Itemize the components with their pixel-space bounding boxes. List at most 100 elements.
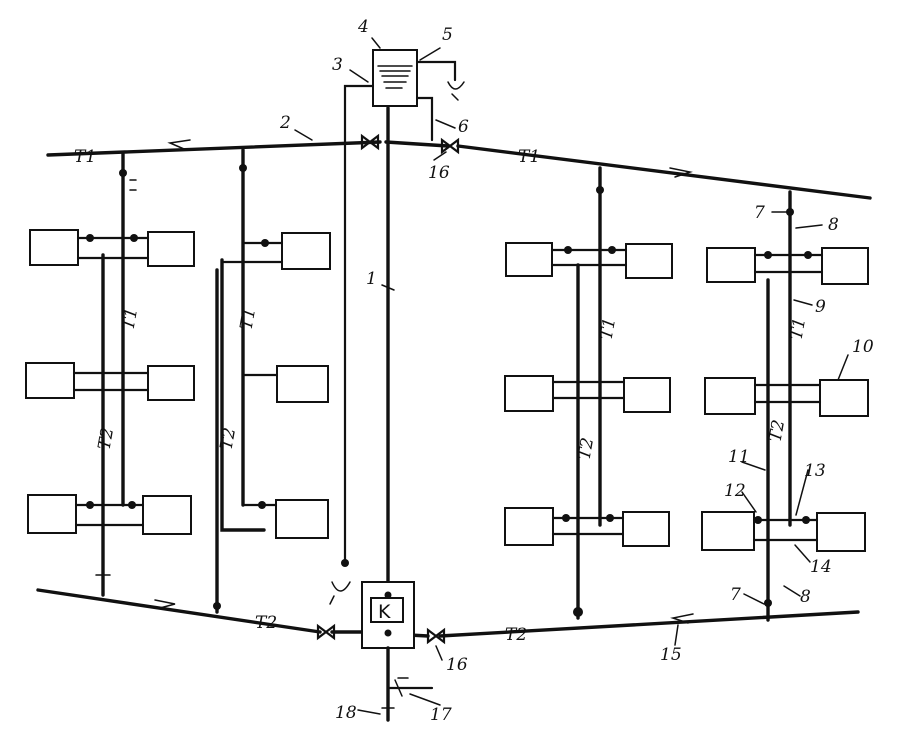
callout-17: 17 xyxy=(430,705,452,725)
boiler-return-node xyxy=(384,629,392,637)
riser-node xyxy=(596,186,604,194)
valve-supply-right xyxy=(440,137,460,155)
callout-3: 3 xyxy=(332,55,343,75)
radiator xyxy=(504,507,554,546)
radiator-valve xyxy=(128,501,136,509)
makeup-valve xyxy=(394,677,409,697)
radiator-valve xyxy=(86,501,94,509)
flow-arrow-supply-right xyxy=(669,167,693,178)
radiator xyxy=(25,362,75,399)
radiator xyxy=(27,494,77,534)
label-t2-riser1: T2 xyxy=(95,426,119,451)
callout-8-top: 8 xyxy=(828,215,839,235)
return-node xyxy=(764,599,772,607)
flow-arrow-return-left xyxy=(154,599,176,609)
label-t1-left: T1 xyxy=(74,147,96,167)
radiator-valve xyxy=(608,246,616,254)
callout-1: 1 xyxy=(366,269,377,289)
label-t1-right: T1 xyxy=(518,147,540,167)
riser-valve xyxy=(129,179,137,191)
flow-arrow-return-right xyxy=(670,613,694,624)
label-t2-left-main: T2 xyxy=(255,613,277,633)
radiator-valve xyxy=(764,251,772,259)
callout-14: 14 xyxy=(810,557,832,577)
return-node xyxy=(573,607,583,617)
radiator-connections xyxy=(220,241,284,507)
callout-16-top: 16 xyxy=(428,163,450,183)
callout-13: 13 xyxy=(804,461,826,481)
callout-5: 5 xyxy=(442,25,453,45)
radiator-valve xyxy=(86,234,94,242)
callout-15: 15 xyxy=(660,645,682,665)
radiator xyxy=(142,495,192,535)
callout-4: 4 xyxy=(357,17,369,37)
callout-2: 2 xyxy=(279,113,291,133)
radiator-valve xyxy=(130,234,138,242)
label-t2-riser2: T2 xyxy=(217,426,241,451)
label-t1-riser1: T1 xyxy=(119,306,143,331)
radiator xyxy=(706,247,756,283)
radiator xyxy=(147,365,195,401)
radiator-connections xyxy=(72,236,150,527)
overflow-pipe xyxy=(343,84,375,567)
supply-main-pipe xyxy=(46,140,872,200)
signal-pipe xyxy=(415,60,457,82)
callout-6: 6 xyxy=(458,117,469,137)
callout-11: 11 xyxy=(728,447,750,467)
radiator xyxy=(622,511,670,547)
drain-funnel xyxy=(329,581,351,605)
radiator-valve xyxy=(562,514,570,522)
label-t2-right-main: T2 xyxy=(505,625,527,645)
radiator xyxy=(704,377,756,415)
radiator xyxy=(816,512,866,552)
tank-water-level xyxy=(377,65,413,89)
radiator-valve xyxy=(754,516,762,524)
label-t2-riser4: T2 xyxy=(766,418,790,443)
callout-7-top: 7 xyxy=(754,203,765,223)
callout-16-bottom: 16 xyxy=(446,655,468,675)
valve-supply-left xyxy=(360,133,380,151)
radiator-connections xyxy=(550,248,628,536)
callout-8-bottom: 8 xyxy=(800,587,811,607)
radiator xyxy=(701,511,755,551)
radiator-valve xyxy=(261,239,269,247)
callout-leaders xyxy=(294,37,849,715)
radiator xyxy=(275,499,329,539)
radiator-valve xyxy=(606,514,614,522)
label-t2-riser3: T2 xyxy=(575,436,599,461)
riser-group-4 xyxy=(764,190,794,622)
flow-arrow-supply-left xyxy=(167,139,191,150)
radiator-connections xyxy=(752,253,824,542)
radiator xyxy=(819,379,869,417)
radiator xyxy=(623,377,671,413)
radiator xyxy=(276,365,329,403)
radiator xyxy=(505,242,553,277)
riser-group-3 xyxy=(573,166,604,620)
riser-node xyxy=(786,208,794,216)
radiator-valve xyxy=(258,501,266,509)
callout-18: 18 xyxy=(335,703,357,723)
label-t1-riser4: T1 xyxy=(787,316,811,341)
riser-return xyxy=(220,258,266,532)
valve-return-left xyxy=(316,623,336,641)
callout-7-bottom: 7 xyxy=(730,585,741,605)
callout-12: 12 xyxy=(724,481,746,501)
overflow-node xyxy=(341,559,349,567)
boiler-label: K xyxy=(378,601,391,623)
callout-10: 10 xyxy=(852,337,874,357)
signal-funnel xyxy=(447,81,465,101)
radiator-valve xyxy=(564,246,572,254)
return-node xyxy=(213,602,221,610)
radiator-valve xyxy=(804,251,812,259)
boiler-supply-node xyxy=(384,591,392,599)
radiator xyxy=(821,247,869,285)
riser-node xyxy=(239,164,247,172)
riser-node xyxy=(119,169,127,177)
radiator xyxy=(625,243,673,279)
radiator xyxy=(147,231,195,267)
radiator xyxy=(29,229,79,266)
radiator xyxy=(504,375,554,412)
radiator xyxy=(281,232,331,270)
